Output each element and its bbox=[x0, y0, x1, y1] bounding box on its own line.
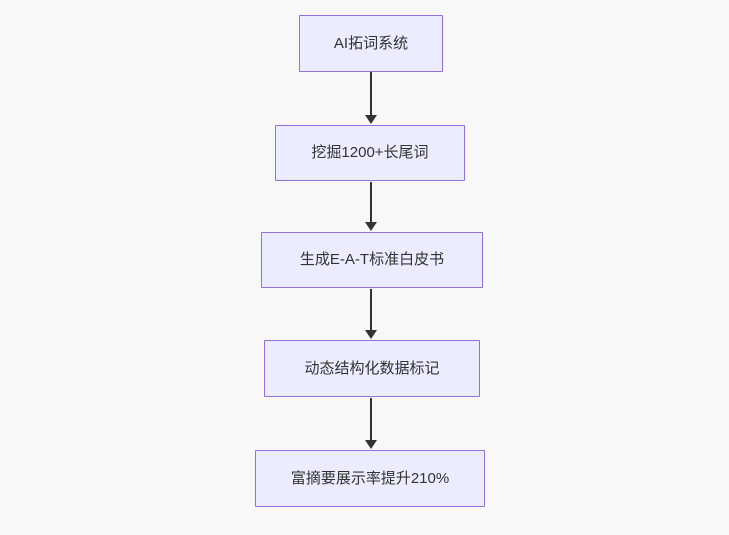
flow-node-label: 生成E-A-T标准白皮书 bbox=[299, 251, 445, 268]
arrow-line bbox=[370, 182, 372, 222]
flow-node-label: 动态结构化数据标记 bbox=[304, 359, 440, 377]
flow-arrow-2 bbox=[365, 182, 377, 231]
flow-arrow-1 bbox=[365, 72, 377, 124]
flow-node-eat-whitepaper: 生成E-A-T标准白皮书 bbox=[261, 232, 483, 288]
flow-arrow-3 bbox=[365, 289, 377, 339]
arrow-head-icon bbox=[365, 440, 377, 449]
flow-node-ai-expansion: AI拓词系统 bbox=[299, 15, 443, 72]
flow-node-rich-snippet-rate: 富摘要展示率提升210% bbox=[255, 450, 485, 507]
flow-node-label: 挖掘1200+长尾词 bbox=[311, 144, 429, 161]
arrow-line bbox=[370, 398, 372, 440]
flow-node-label: AI拓词系统 bbox=[333, 34, 409, 52]
flow-arrow-4 bbox=[365, 398, 377, 449]
arrow-head-icon bbox=[365, 115, 377, 124]
flow-node-structured-data: 动态结构化数据标记 bbox=[264, 340, 480, 397]
arrow-head-icon bbox=[365, 330, 377, 339]
arrow-line bbox=[370, 289, 372, 330]
flow-node-longtail-keywords: 挖掘1200+长尾词 bbox=[275, 125, 465, 181]
arrow-head-icon bbox=[365, 222, 377, 231]
flow-node-label: 富摘要展示率提升210% bbox=[290, 469, 450, 487]
arrow-line bbox=[370, 72, 372, 115]
